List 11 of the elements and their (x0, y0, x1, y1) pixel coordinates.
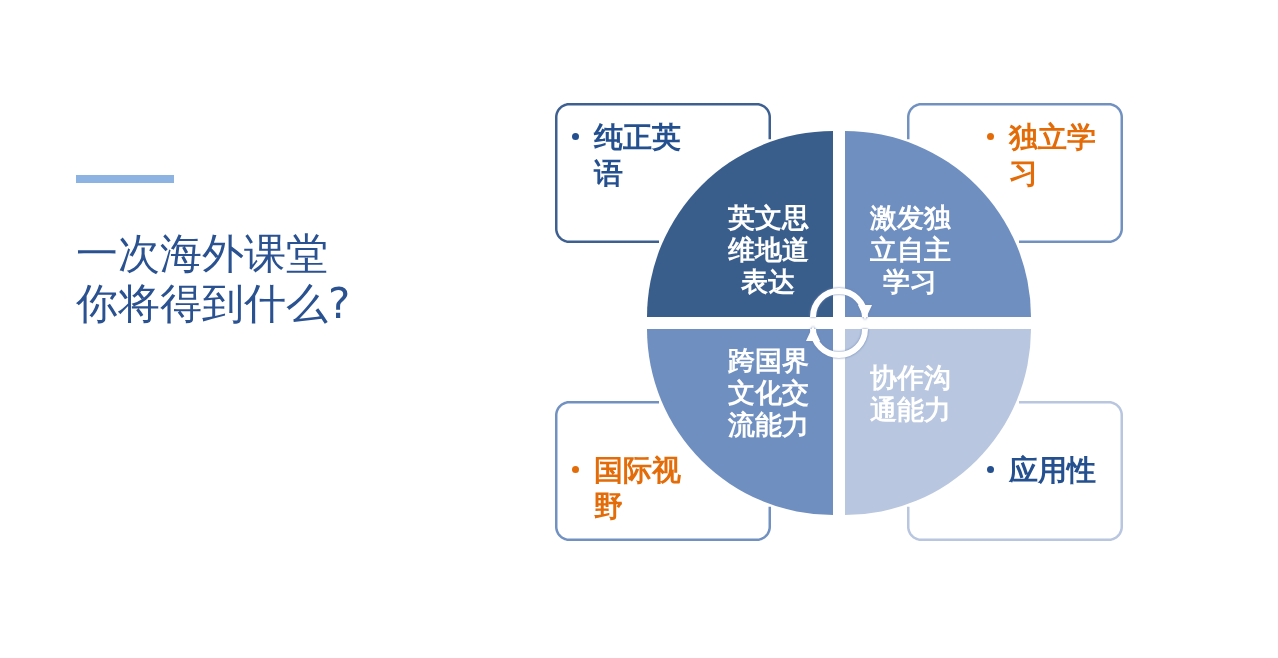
card-text: 国际视野 (594, 452, 682, 524)
quadrant-text: 跨国界文化交流能力 (726, 345, 810, 441)
quadrant-text: 英文思维地道表达 (726, 202, 810, 298)
curved-arrow (806, 326, 868, 358)
card-text: 纯正英语 (594, 119, 682, 191)
card-text: 独立学习 (1009, 119, 1097, 191)
quadrant-text: 协作沟通能力 (868, 362, 952, 426)
curved-arrow (810, 288, 872, 320)
title-heading: 一次海外课堂你将得到什么? (76, 229, 352, 329)
card-text: 应用性 (1009, 452, 1097, 488)
quadrant-text: 激发独立自主学习 (868, 202, 952, 298)
